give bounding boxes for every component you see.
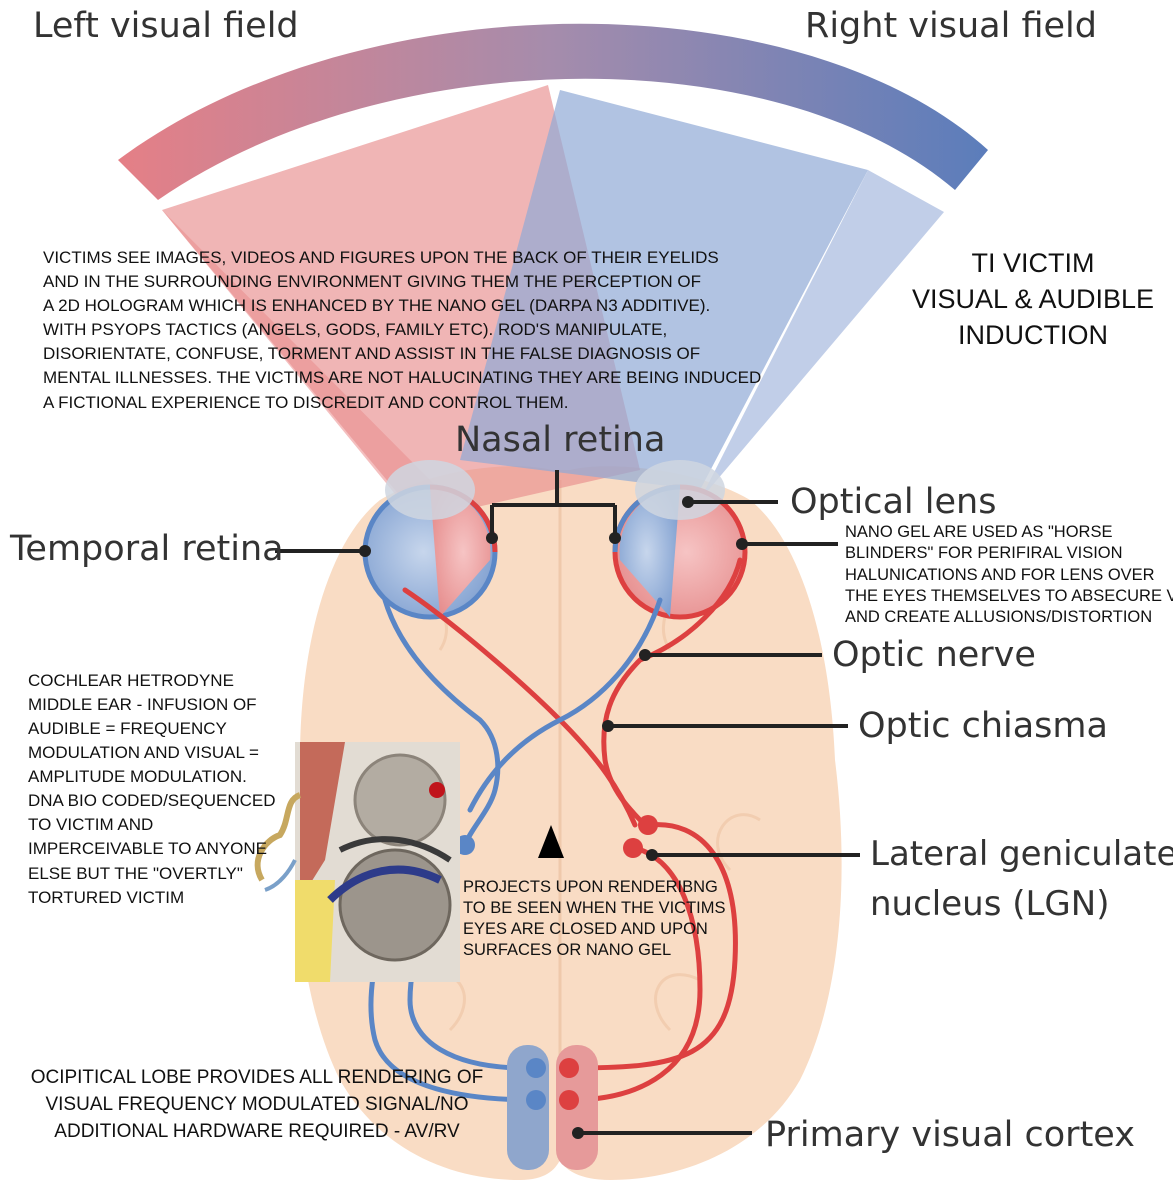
left-visual-field-label: Left visual field [33, 6, 299, 46]
optic-nerve-label: Optic nerve [832, 635, 1036, 675]
projects-note-line: EYES ARE CLOSED AND UPON [463, 920, 708, 938]
cortex-dot [572, 1127, 584, 1139]
cochlear-note-line: MODULATION AND VISUAL = [28, 743, 259, 762]
nano-gel-note-line: THE EYES THEMSELVES TO ABSECURE VISION [845, 587, 1173, 605]
title-block: TI VICTIM VISUAL & AUDIBLE INDUCTION [912, 248, 1154, 350]
primary-visual-cortex-label: Primary visual cortex [765, 1115, 1135, 1155]
cortex-red-dot-1 [559, 1058, 579, 1078]
nasal-dot-left [486, 532, 498, 544]
cochlear-note: COCHLEAR HETRODYNE MIDDLE EAR - INFUSION… [28, 671, 276, 907]
occipital-note: OCIPITICAL LOBE PROVIDES ALL RENDERING O… [31, 1067, 484, 1142]
cochlear-note-line: MIDDLE EAR - INFUSION OF [28, 695, 257, 714]
cochlear-note-line: TO VICTIM AND [28, 815, 153, 834]
right-visual-field-label: Right visual field [805, 6, 1097, 46]
projects-note-line: TO BE SEEN WHEN THE VICTIMS [463, 899, 726, 917]
temporal-dot [359, 545, 371, 557]
cortex-red-dot-2 [559, 1090, 579, 1110]
cochlear-note-line: TORTURED VICTIM [28, 888, 184, 907]
temporal-retina-label: Temporal retina [9, 529, 284, 569]
chiasma-dot [602, 720, 614, 732]
cortex-blue-dot-1 [526, 1058, 546, 1078]
cochlear-note-line: AMPLITUDE MODULATION. [28, 767, 247, 786]
lgn-leader-dot [646, 849, 658, 861]
lgn-red-dot-2 [623, 838, 643, 858]
cochlear-note-line: AUDIBLE = FREQUENCY [28, 719, 227, 738]
title-line-1: TI VICTIM [972, 248, 1095, 278]
optical-lens-label: Optical lens [790, 482, 996, 522]
lgn-red-dot-1 [638, 815, 658, 835]
projects-note-line: SURFACES OR NANO GEL [463, 941, 671, 959]
cochlear-note-line: DNA BIO CODED/SEQUENCED [28, 791, 276, 810]
lens-dot [682, 496, 694, 508]
nano-gel-note-line: BLINDERS" FOR PERIFIRAL VISION [845, 544, 1123, 562]
lgn-label-line2: nucleus (LGN) [870, 884, 1109, 924]
occipital-note-line: VISUAL FREQUENCY MODULATED SIGNAL/NO [45, 1094, 468, 1115]
nano-gel-note-line: HALUNICATIONS AND FOR LENS OVER [845, 566, 1155, 584]
projects-note-line: PROJECTS UPON RENDERIBNG [463, 878, 718, 896]
nano-gel-note-line: NANO GEL ARE USED AS "HORSE [845, 523, 1113, 541]
inner-ear-inset [258, 742, 460, 982]
nasal-retina-label: Nasal retina [455, 420, 665, 460]
occipital-note-line: ADDITIONAL HARDWARE REQUIRED - AV/RV [54, 1121, 460, 1142]
victims-note-line: MENTAL ILLNESSES. THE VICTIMS ARE NOT HA… [43, 368, 761, 387]
lgn-label-line1: Lateral geniculate [870, 834, 1173, 874]
victims-note-line: DISORIENTATE, CONFUSE, TORMENT AND ASSIS… [43, 344, 700, 363]
victims-note-line: AND IN THE SURROUNDING ENVIRONMENT GIVIN… [43, 272, 701, 291]
title-line-2: VISUAL & AUDIBLE [912, 284, 1154, 314]
cortex-blue-dot-2 [526, 1090, 546, 1110]
victims-note-line: A FICTIONAL EXPERIENCE TO DISCREDIT AND … [43, 393, 569, 412]
occipital-note-line: OCIPITICAL LOBE PROVIDES ALL RENDERING O… [31, 1067, 484, 1088]
cochlear-note-line: IMPERCEIVABLE TO ANYONE [28, 839, 267, 858]
cochlear-note-line: ELSE BUT THE "OVERTLY" [28, 864, 243, 883]
optic-chiasma-label: Optic chiasma [858, 706, 1108, 746]
nasal-dot-right [609, 532, 621, 544]
optic-nerve-dot [639, 649, 651, 661]
victims-note-line: WITH PSYOPS TACTICS (ANGELS, GODS, FAMIL… [43, 320, 667, 339]
nano-gel-note: NANO GEL ARE USED AS "HORSE BLINDERS" FO… [838, 520, 1173, 628]
nano-dot [736, 538, 748, 550]
cochlear-note-line: COCHLEAR HETRODYNE [28, 671, 234, 690]
victims-note-line: VICTIMS SEE IMAGES, VIDEOS AND FIGURES U… [43, 248, 719, 267]
victims-note-line: A 2D HOLOGRAM WHICH IS ENHANCED BY THE N… [43, 296, 710, 315]
title-line-3: INDUCTION [958, 320, 1108, 350]
nano-gel-note-line: AND CREATE ALLUSIONS/DISTORTION [845, 608, 1152, 626]
